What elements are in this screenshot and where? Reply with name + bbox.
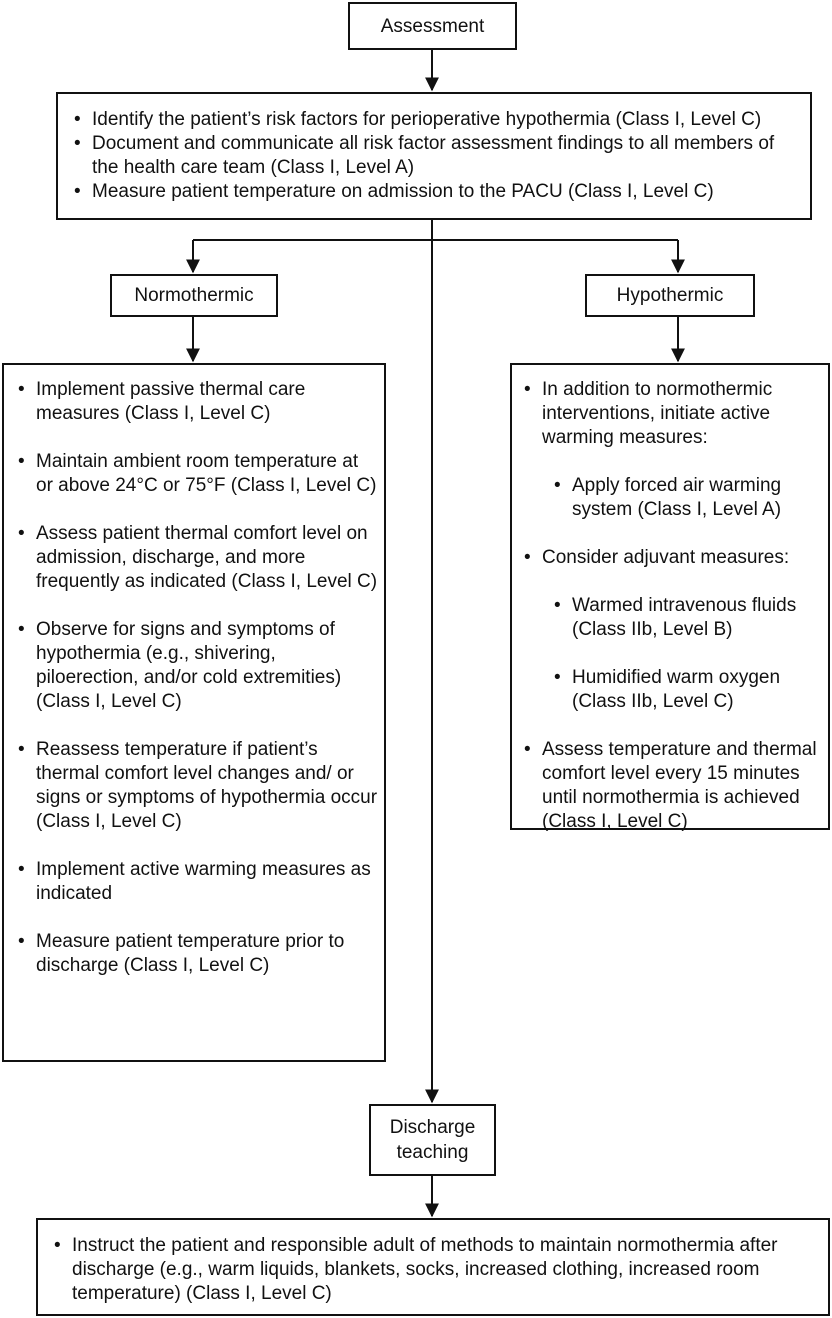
normothermic-label: Normothermic (134, 285, 254, 306)
hypothermic-box: Hypothermic (585, 274, 755, 317)
list-item: Identify the patient’s risk factors for … (72, 108, 802, 132)
assessment-findings-box: Identify the patient’s risk factors for … (56, 92, 812, 220)
assessment-label: Assessment (380, 15, 485, 37)
discharge-teaching-label: Discharge teaching (389, 1117, 476, 1163)
assessment-box: Assessment (348, 2, 517, 50)
discharge-instructions-box: Instruct the patient and responsible adu… (36, 1218, 830, 1316)
list-item: Assess temperature and thermal comfort l… (522, 738, 824, 834)
list-item: Assess patient thermal comfort level on … (16, 522, 378, 594)
list-item: Document and communicate all risk factor… (72, 132, 802, 180)
list-item: Instruct the patient and responsible adu… (52, 1234, 820, 1306)
list-item: Measure patient temperature prior to dis… (16, 930, 378, 978)
list-item: Consider adjuvant measures: (522, 546, 824, 570)
normothermic-interventions-box: Implement passive thermal care measures … (2, 363, 386, 1062)
list-item: Implement active warming measures as ind… (16, 858, 378, 906)
hypothermic-list: In addition to normothermic intervention… (522, 378, 824, 834)
hypothermic-interventions-box: In addition to normothermic intervention… (510, 363, 830, 832)
list-item: In addition to normothermic intervention… (522, 378, 824, 450)
list-item: Measure patient temperature on admission… (72, 180, 802, 204)
normothermic-list: Implement passive thermal care measures … (16, 378, 378, 978)
sub-list-item: Warmed intravenous fluids (Class IIb, Le… (552, 594, 824, 642)
list-item: Reassess temperature if patient’s therma… (16, 738, 378, 834)
list-item: Maintain ambient room temperature at or … (16, 450, 378, 498)
discharge-teaching-box: Discharge teaching (369, 1104, 496, 1176)
list-item: Implement passive thermal care measures … (16, 378, 378, 426)
sub-list-item: Humidified warm oxygen (Class IIb, Level… (552, 666, 824, 714)
sub-list-item: Apply forced air warming system (Class I… (552, 474, 824, 522)
normothermic-box: Normothermic (110, 274, 278, 317)
assessment-list: Identify the patient’s risk factors for … (72, 108, 802, 204)
list-item: Observe for signs and symptoms of hypoth… (16, 618, 378, 714)
hypothermic-label: Hypothermic (616, 285, 724, 306)
discharge-list: Instruct the patient and responsible adu… (52, 1234, 820, 1306)
